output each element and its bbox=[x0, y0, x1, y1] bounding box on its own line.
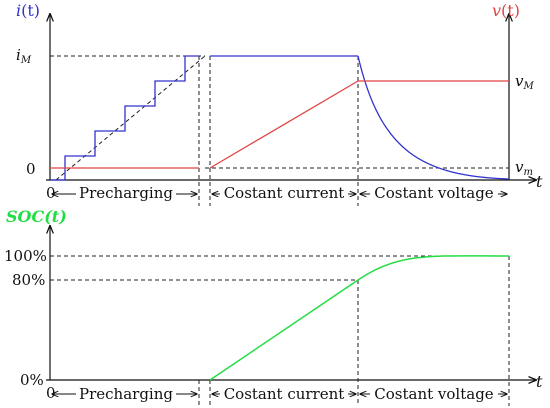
soc-linear bbox=[209, 279, 359, 381]
bottom-phase-label-constant-voltage: Costant voltage bbox=[374, 385, 494, 403]
origin-bottom: 0 bbox=[46, 384, 56, 402]
tick-100-percent: 100% bbox=[4, 247, 47, 265]
top-time-label: t bbox=[536, 172, 543, 191]
current-staircase bbox=[50, 55, 199, 181]
tick-v-min: vm bbox=[515, 158, 533, 178]
tick-80-percent: 80% bbox=[12, 271, 45, 289]
tick-zero-top: 0 bbox=[26, 160, 36, 178]
voltage-axis-label: v(t) bbox=[492, 1, 520, 20]
current-decay bbox=[357, 55, 510, 180]
soc-saturation bbox=[357, 255, 510, 281]
tick-i-max: iM bbox=[16, 46, 32, 66]
bottom-phase-label-constant-current: Costant current bbox=[224, 385, 345, 403]
top-phase-label-constant-current: Costant current bbox=[224, 184, 345, 202]
top-phase-label-precharging: Precharging bbox=[79, 184, 173, 202]
top-panel: i(t) v(t) t iM 0 0 vM vm Precharging C bbox=[16, 1, 543, 206]
current-ramp-guide bbox=[55, 55, 206, 181]
bottom-time-label: t bbox=[536, 372, 543, 391]
tick-0-percent: 0% bbox=[20, 371, 44, 389]
current-axis-label: i(t) bbox=[16, 1, 40, 20]
soc-axis-label: SOC(t) bbox=[6, 207, 67, 226]
voltage-ramp bbox=[209, 80, 359, 169]
tick-v-max: vM bbox=[515, 72, 534, 92]
bottom-panel: SOC(t) t 100% 80% 0% 0 Precharging Costa… bbox=[4, 207, 543, 406]
origin-top: 0 bbox=[46, 184, 56, 202]
bottom-phase-label-precharging: Precharging bbox=[79, 385, 173, 403]
top-phase-label-constant-voltage: Costant voltage bbox=[374, 184, 494, 202]
